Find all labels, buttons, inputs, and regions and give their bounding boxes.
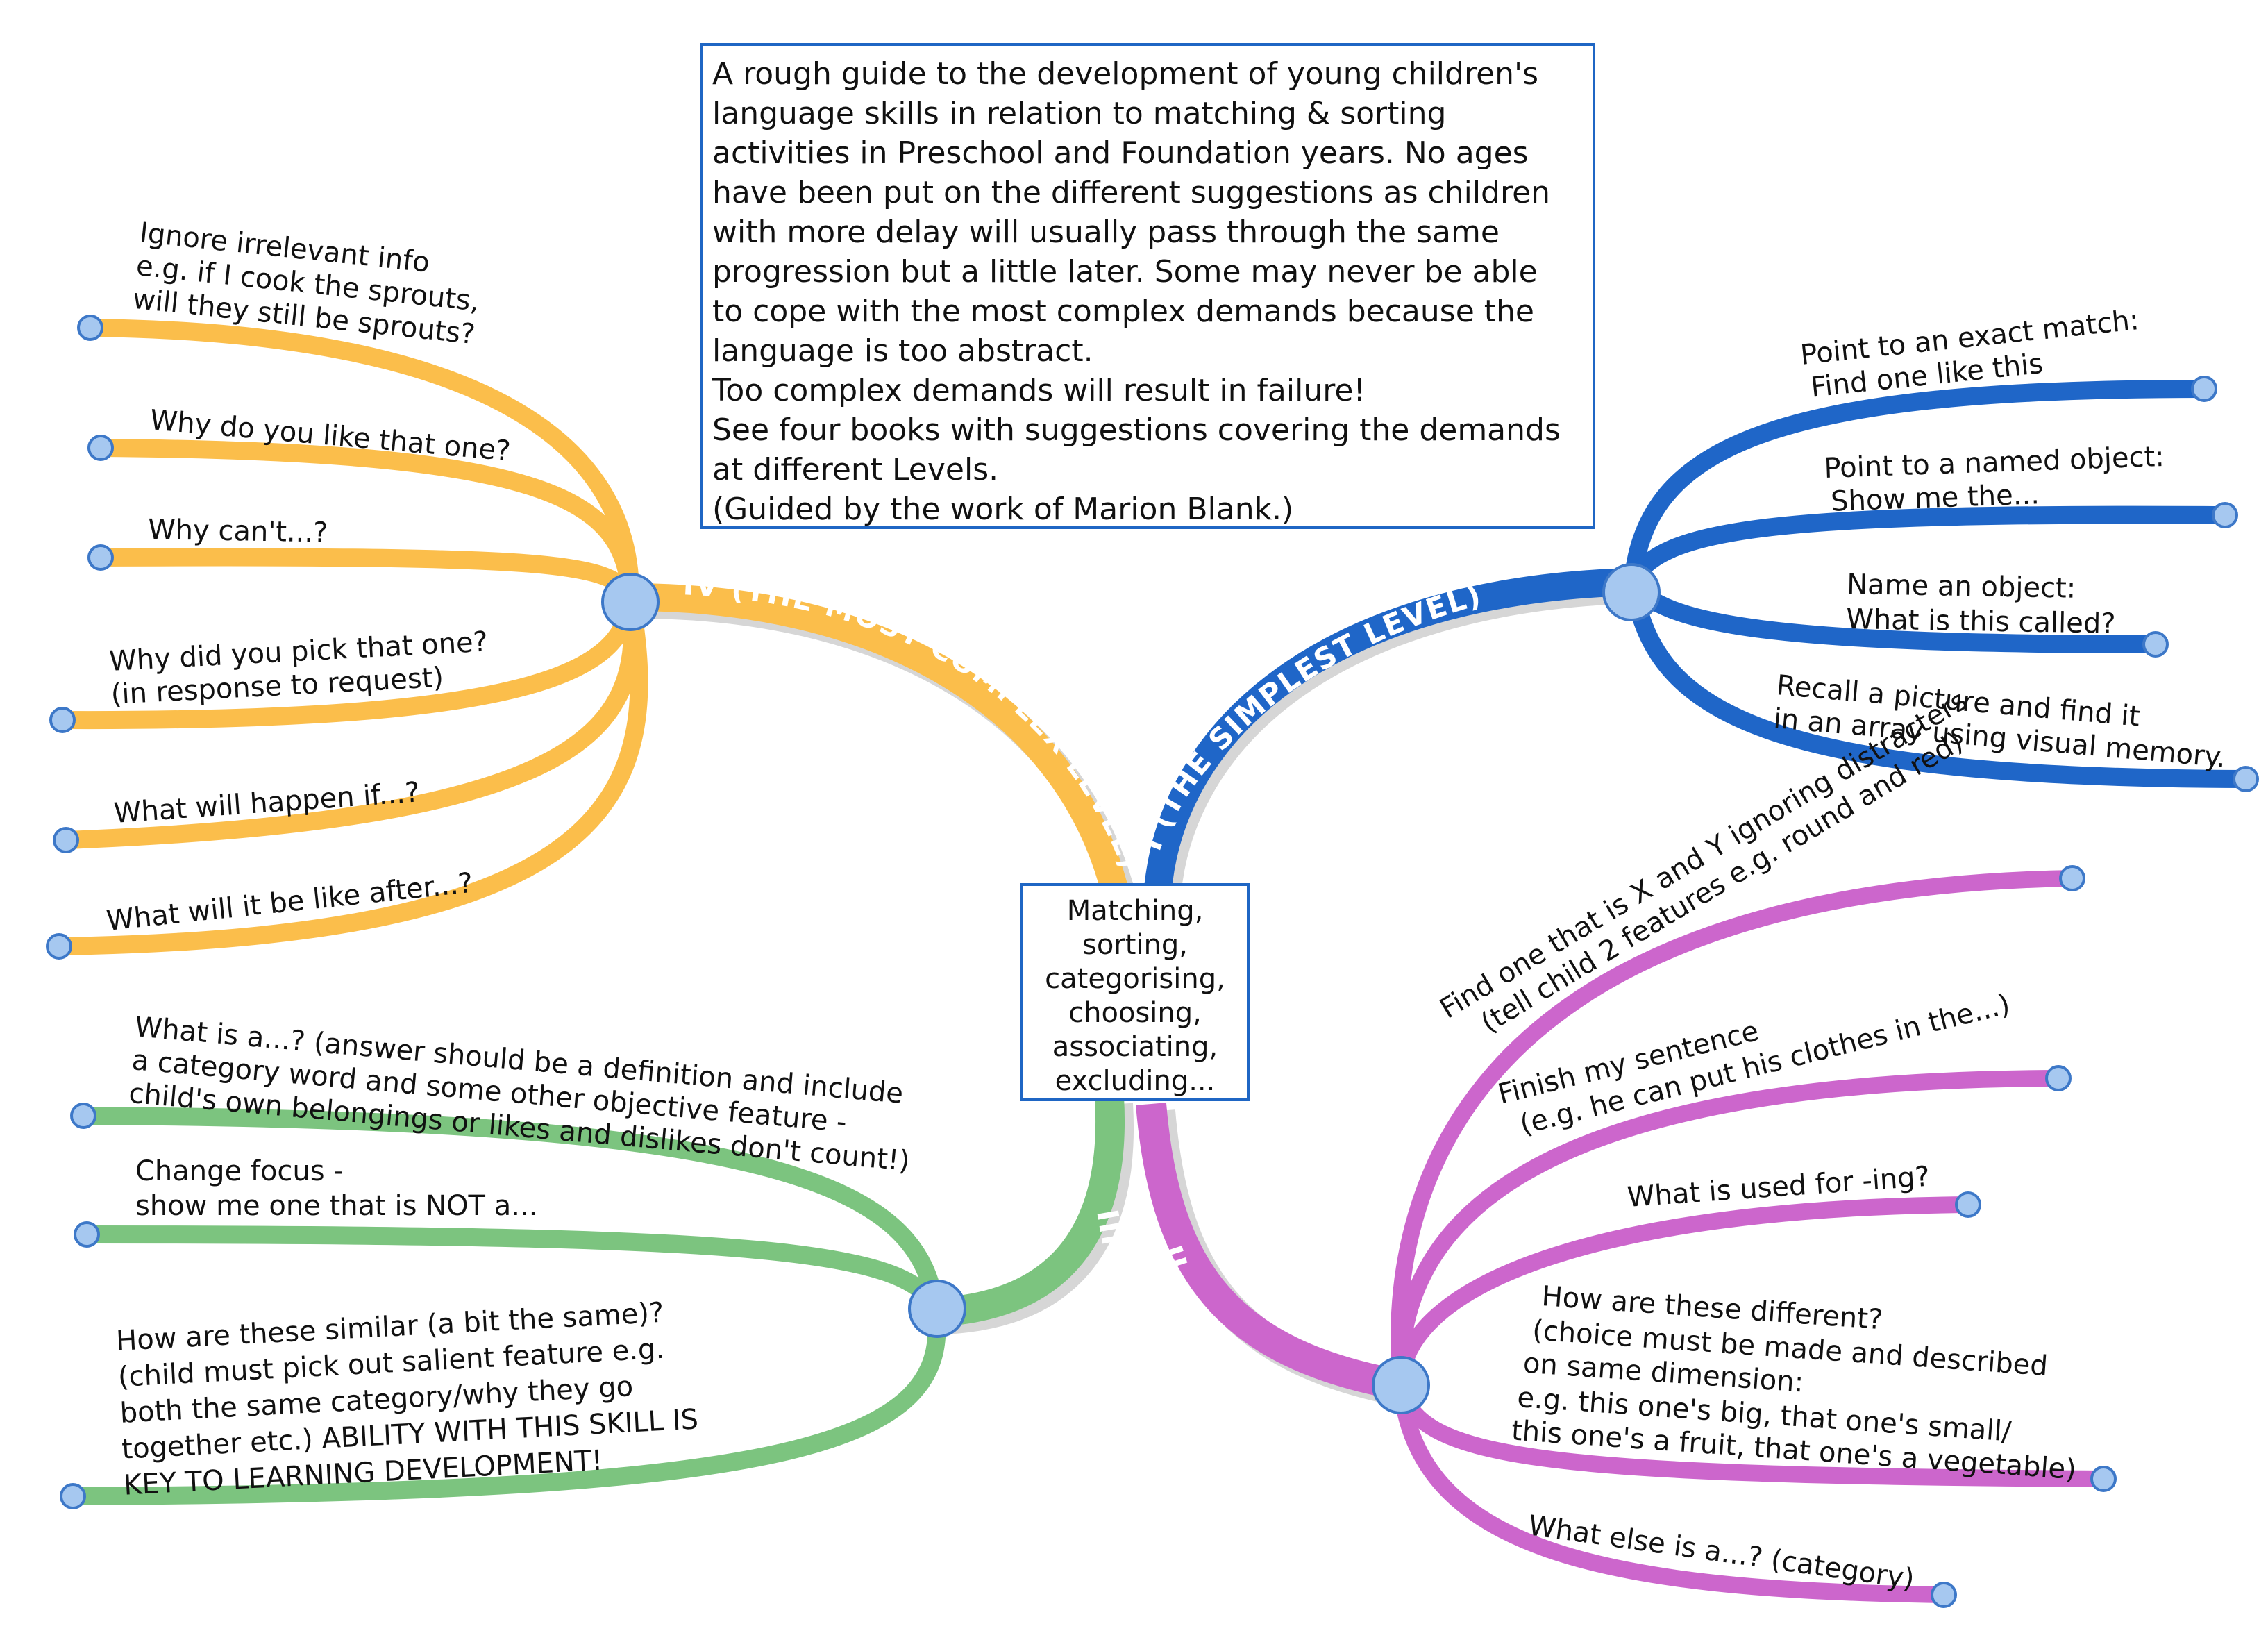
leaf-line: Change focus - bbox=[135, 1155, 344, 1187]
leaf-line: Point to a named object: bbox=[1824, 441, 2165, 485]
leaf-dot bbox=[53, 827, 79, 853]
leaf-dot bbox=[2191, 376, 2217, 402]
level-3-end-dots bbox=[60, 1103, 100, 1509]
leaf-dot bbox=[49, 707, 76, 733]
main-branch-level-4 bbox=[630, 583, 1132, 906]
level-4-node[interactable] bbox=[601, 573, 660, 631]
leaf-dot bbox=[2090, 1466, 2117, 1492]
twig-level-3-3 bbox=[64, 1303, 946, 1505]
central-topic-line: Matching, bbox=[1066, 895, 1204, 927]
intro-line: progression but a little later. Some may… bbox=[712, 254, 1538, 290]
branch-level-2: II Find one that is X and Y ignoring dis… bbox=[1136, 680, 2117, 1608]
twig-level-1-2 bbox=[1624, 505, 2234, 591]
leaf-dot bbox=[1931, 1582, 1957, 1608]
leaf-dot bbox=[70, 1103, 96, 1129]
twig-level-4-2 bbox=[92, 439, 639, 606]
twig-level-1-4 bbox=[1624, 573, 2255, 788]
twig-level-2-1 bbox=[1391, 870, 2081, 1393]
leaf-line: Why can't...? bbox=[148, 514, 328, 549]
intro-line: See four books with suggestions covering… bbox=[712, 412, 1561, 448]
branch-level-3: III What is a...? (answer should be a de… bbox=[60, 1011, 1134, 1509]
leaf-dot bbox=[77, 315, 103, 341]
intro-description-box: A rough guide to the development of youn… bbox=[700, 43, 1595, 529]
intro-line: at different Levels. bbox=[712, 452, 999, 487]
intro-line: language skills in relation to matching … bbox=[712, 96, 1447, 131]
leaf-dot bbox=[2045, 1065, 2072, 1091]
level-4-end-dots bbox=[46, 315, 114, 960]
level-2-node[interactable] bbox=[1372, 1356, 1430, 1414]
level-2-twigs bbox=[1391, 870, 2112, 1603]
main-branch-level-1 bbox=[1144, 568, 1633, 890]
leaf-line: Show me the... bbox=[1830, 478, 2040, 517]
leaf-dot bbox=[2059, 865, 2085, 891]
leaf-dot bbox=[1955, 1191, 1981, 1218]
leaf-dot bbox=[2142, 631, 2169, 658]
twig-level-4-6 bbox=[50, 588, 648, 955]
twig-level-3-1 bbox=[74, 1107, 945, 1321]
leaf-how-different: How are these different? (choice must be… bbox=[1511, 1279, 2087, 1486]
leaf-dot bbox=[74, 1221, 100, 1248]
level-1-node[interactable] bbox=[1602, 563, 1661, 621]
intro-line: language is too abstract. bbox=[712, 333, 1093, 369]
central-topic-line: associating, bbox=[1052, 1031, 1218, 1063]
level-2-end-dots bbox=[1931, 865, 2117, 1608]
leaf-dot bbox=[60, 1483, 86, 1509]
intro-line: activities in Preschool and Foundation y… bbox=[712, 135, 1529, 171]
leaf-line: What is this called? bbox=[1846, 603, 2116, 640]
twig-level-4-3 bbox=[92, 548, 639, 606]
leaf-dot bbox=[2212, 502, 2238, 528]
twig-level-2-5 bbox=[1393, 1377, 1952, 1603]
leaf-dot bbox=[87, 544, 114, 571]
level-3-label-text: III bbox=[1090, 1207, 1129, 1249]
level-1-leaf-texts: Point to an exact match: Find one like t… bbox=[1772, 304, 2227, 774]
leaf-line: (tell child 2 features e.g. round and re… bbox=[1475, 726, 1968, 1039]
twig-level-2-4 bbox=[1393, 1377, 2112, 1487]
level-3-node[interactable] bbox=[908, 1280, 966, 1338]
intro-line: with more delay will usually pass throug… bbox=[712, 215, 1500, 250]
intro-line: A rough guide to the development of youn… bbox=[712, 56, 1539, 92]
intro-line: to cope with the most complex demands be… bbox=[712, 294, 1534, 329]
twig-level-2-3 bbox=[1393, 1196, 1976, 1393]
main-branch-level-3 bbox=[934, 1096, 1125, 1327]
leaf-dot bbox=[2233, 766, 2259, 792]
leaf-line: Name an object: bbox=[1847, 569, 2076, 605]
level-3-twigs bbox=[64, 1107, 946, 1505]
main-branch-level-2 bbox=[1136, 1103, 1404, 1400]
leaf-find-x-and-y: Find one that is X and Y ignoring distra… bbox=[1434, 680, 1997, 1054]
leaf-line: Find one that is X and Y ignoring distra… bbox=[1434, 685, 1972, 1025]
level-3-label: III bbox=[1090, 1207, 1129, 1249]
leaf-why-cant: Why can't...? bbox=[148, 514, 328, 549]
leaf-what-is-a: What is a...? (answer should be a defini… bbox=[128, 1011, 917, 1178]
twig-level-1-1 bbox=[1624, 380, 2213, 591]
intro-line: (Guided by the work of Marion Blank.) bbox=[712, 492, 1294, 527]
leaf-name-object: Name an object: What is this called? bbox=[1846, 569, 2117, 640]
central-topic-line: excluding... bbox=[1055, 1065, 1216, 1097]
twig-level-2-2 bbox=[1392, 1070, 2067, 1393]
leaf-dot bbox=[46, 933, 72, 960]
intro-line: have been put on the different suggestio… bbox=[712, 175, 1551, 210]
central-topic-box[interactable]: Matching, sorting, categorising, choosin… bbox=[1020, 883, 1250, 1101]
central-topic-line: categorising, bbox=[1045, 963, 1225, 995]
leaf-dot bbox=[87, 435, 114, 461]
twig-level-3-2 bbox=[78, 1225, 945, 1321]
level-1-end-dots bbox=[2142, 376, 2259, 792]
intro-line: Too complex demands will result in failu… bbox=[712, 373, 1366, 408]
leaf-line: show me one that is NOT a... bbox=[135, 1190, 537, 1222]
leaf-change-focus: Change focus - show me one that is NOT a… bbox=[135, 1155, 537, 1222]
central-topic-line: sorting, bbox=[1082, 929, 1188, 961]
central-topic-line: choosing, bbox=[1068, 997, 1202, 1029]
